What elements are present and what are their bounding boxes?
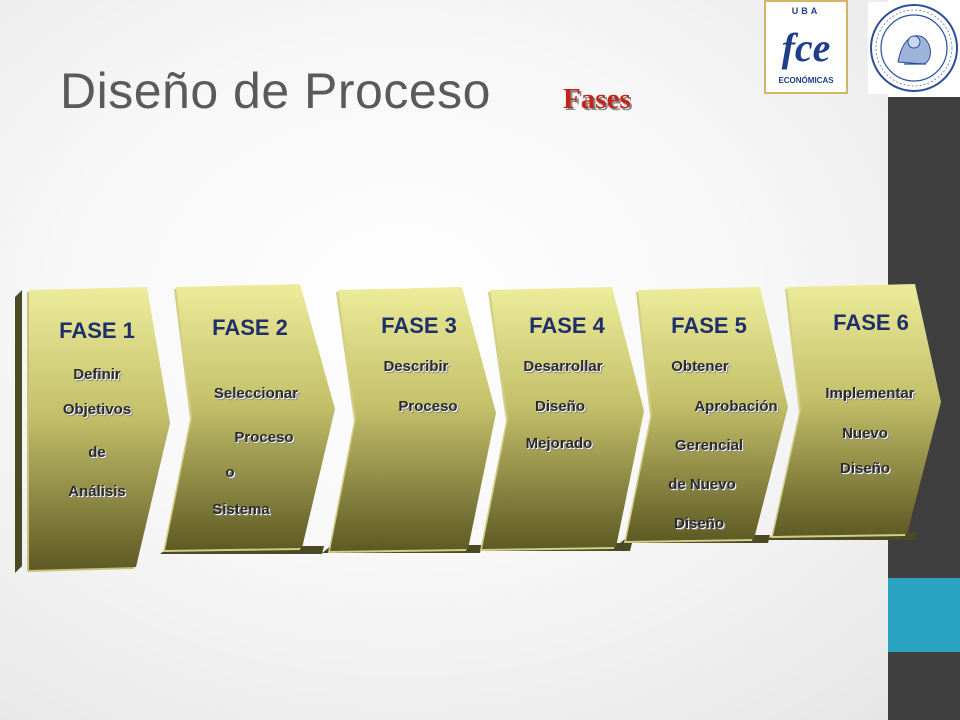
phase-5-line: Obtener [671, 358, 729, 375]
phase-6-chevron: FASE 6 Implementar Nuevo Diseño [767, 284, 945, 546]
phase-5-chevron: FASE 5 Obtener Aprobación Gerencial de N… [620, 287, 798, 549]
fce-logo: UBA fce ECONÓMICAS [764, 0, 848, 94]
phase-6-line: Diseño [839, 460, 890, 477]
phase-2-title: FASE 2 [212, 315, 288, 340]
phase-4-chevron: FASE 4 Desarrollar Diseño Mejorado [474, 287, 652, 557]
phase-5-line: de Nuevo [668, 476, 736, 493]
fce-logo-main: fce [781, 25, 831, 70]
phase-2-line: o [225, 464, 235, 481]
phase-2-chevron: FASE 2 Seleccionar Proceso o Sistema [160, 284, 340, 560]
phase-3-line: Proceso [398, 398, 458, 415]
phase-5-line: Gerencial [674, 437, 744, 454]
sidebar-accent-block [888, 578, 960, 652]
phase-1-line: Análisis [68, 483, 126, 500]
phase-1-line: de [88, 444, 106, 461]
phase-1-chevron: FASE 1 Definir Objetivos de Análisis [15, 287, 175, 573]
phase-1-line: Objetivos [62, 401, 132, 418]
university-seal-icon [868, 2, 960, 94]
phase-6-line: Nuevo [842, 425, 888, 442]
phase-5-title: FASE 5 [671, 313, 747, 338]
phase-6-title: FASE 6 [833, 310, 909, 335]
phase-4-title: FASE 4 [529, 313, 605, 338]
phase-4-line: Mejorado [525, 435, 593, 452]
phase-3-line: Describir [383, 358, 449, 375]
phase-2-line: Sistema [212, 501, 270, 518]
fce-logo-bottom: ECONÓMICAS [778, 76, 834, 85]
phase-1-title: FASE 1 [59, 318, 135, 343]
phase-6-line: Implementar [825, 385, 915, 402]
slide-title: Diseño de Proceso [60, 63, 491, 119]
phase-3-title: FASE 3 [381, 313, 457, 338]
slide-subtitle: Fases [563, 83, 631, 115]
phase-4-line: Desarrollar [523, 358, 603, 375]
phase-5-line: Diseño [673, 515, 724, 532]
phase-2-line: Seleccionar [213, 385, 299, 402]
phase-1-line: Definir [73, 366, 121, 383]
phase-2-line: Proceso [234, 429, 294, 446]
fce-logo-top: UBA [791, 6, 821, 16]
phase-4-line: Diseño [534, 398, 585, 415]
phase-3-chevron: FASE 3 Describir Proceso [322, 287, 500, 559]
phase-5-line: Aprobación [694, 398, 778, 415]
